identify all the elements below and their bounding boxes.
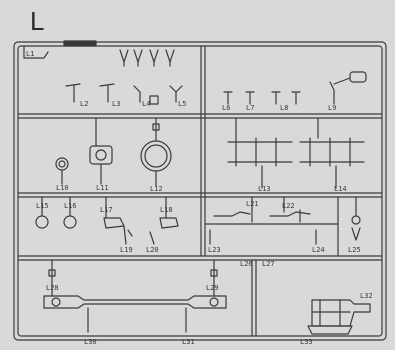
part-label: L32 — [360, 292, 373, 300]
part-group-forks — [119, 49, 175, 67]
part-group-wheels — [55, 117, 172, 187]
part-label: L3 — [112, 100, 120, 108]
part-label: L10 — [56, 184, 69, 192]
sprue-frame-outer — [13, 41, 387, 341]
part-label: L21 — [246, 200, 259, 208]
part-label: L4 — [142, 100, 150, 108]
part-label: L28 — [46, 284, 59, 292]
part-label: L18 — [160, 206, 173, 214]
part-label: L13 — [258, 185, 271, 193]
part-group-lamps — [35, 196, 179, 245]
part-group-ladders — [227, 117, 365, 189]
part-label: L15 — [36, 202, 49, 210]
part-label: L5 — [178, 100, 186, 108]
part-label: L6 — [222, 104, 230, 112]
part-label: L1 — [26, 50, 34, 58]
part-labels: L1 L2 L3 L4 L5 L6 L7 L8 L9 L10 L11 L12 L… — [26, 50, 373, 346]
part-label: L17 — [100, 206, 113, 214]
part-label: L31 — [182, 338, 195, 346]
part-label: L23 — [208, 246, 221, 254]
part-label: L29 — [206, 284, 219, 292]
part-label: L20 — [146, 246, 159, 254]
part-group-levers — [65, 83, 183, 105]
part-label: L12 — [150, 185, 163, 193]
part-label: L16 — [64, 202, 77, 210]
part-label: L11 — [96, 184, 109, 192]
part-group-arms — [209, 196, 361, 245]
part-label: L27 — [262, 260, 275, 268]
part-label: L19 — [120, 246, 133, 254]
sprue-tab-top — [63, 40, 97, 47]
part-label: L30 — [84, 338, 97, 346]
part-group-beam — [43, 259, 227, 333]
part-label: L25 — [348, 246, 361, 254]
part-group-handles — [223, 71, 367, 105]
part-label: L8 — [280, 104, 288, 112]
part-label: L2 — [80, 100, 88, 108]
part-label: L26 — [240, 260, 253, 268]
part-label: L14 — [334, 185, 347, 193]
part-label: L24 — [312, 246, 325, 254]
sprue-sheet-letter: L — [30, 6, 45, 36]
part-label: L9 — [328, 104, 336, 112]
sprue-gate — [23, 45, 49, 59]
part-label: L7 — [246, 104, 254, 112]
sprue-frame-inner — [17, 45, 383, 337]
part-label: L22 — [282, 202, 295, 210]
part-group-housing — [307, 299, 371, 335]
part-label: L33 — [300, 338, 313, 346]
